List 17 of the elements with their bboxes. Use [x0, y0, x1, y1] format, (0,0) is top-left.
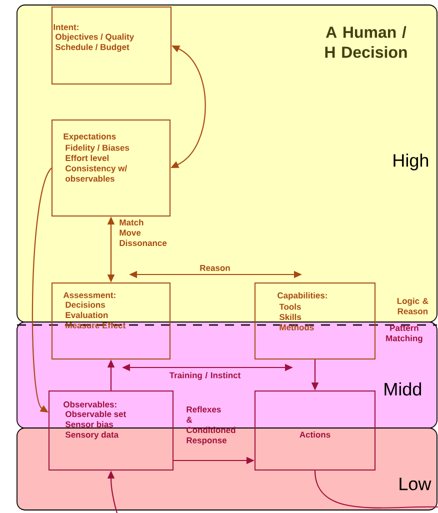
edge-label: Match Move Dissonance — [120, 219, 167, 246]
process-box: Intent: Objectives / Quality Schedule / Budget — [52, 6, 172, 84]
layer-label: Low — [400, 478, 432, 490]
side-label: Logic & Reason — [397, 298, 428, 314]
edge-label: Reflexes & Conditioned Response — [186, 406, 236, 446]
process-box: Expectations Fidelity / Biases Effort level Consistency w/ observables — [52, 120, 170, 216]
side-label: Pattern Matching — [386, 325, 422, 343]
process-box: Actions — [254, 390, 376, 470]
edge-label: Training / Instinct — [169, 372, 241, 380]
edge-label: Reason — [200, 265, 230, 271]
arrow — [32, 168, 52, 412]
process-box: Capabilities: Tools Skills Methods — [254, 282, 376, 360]
process-box: Assessment: Decisions Evaluation Measure Effect — [52, 282, 170, 360]
title: A Human / H Decision — [325, 26, 407, 58]
layer-label: High — [394, 154, 428, 170]
layer-label: Midd — [384, 382, 422, 396]
process-box: Observables: Observable set Sensor bias Sensory data — [48, 390, 174, 470]
